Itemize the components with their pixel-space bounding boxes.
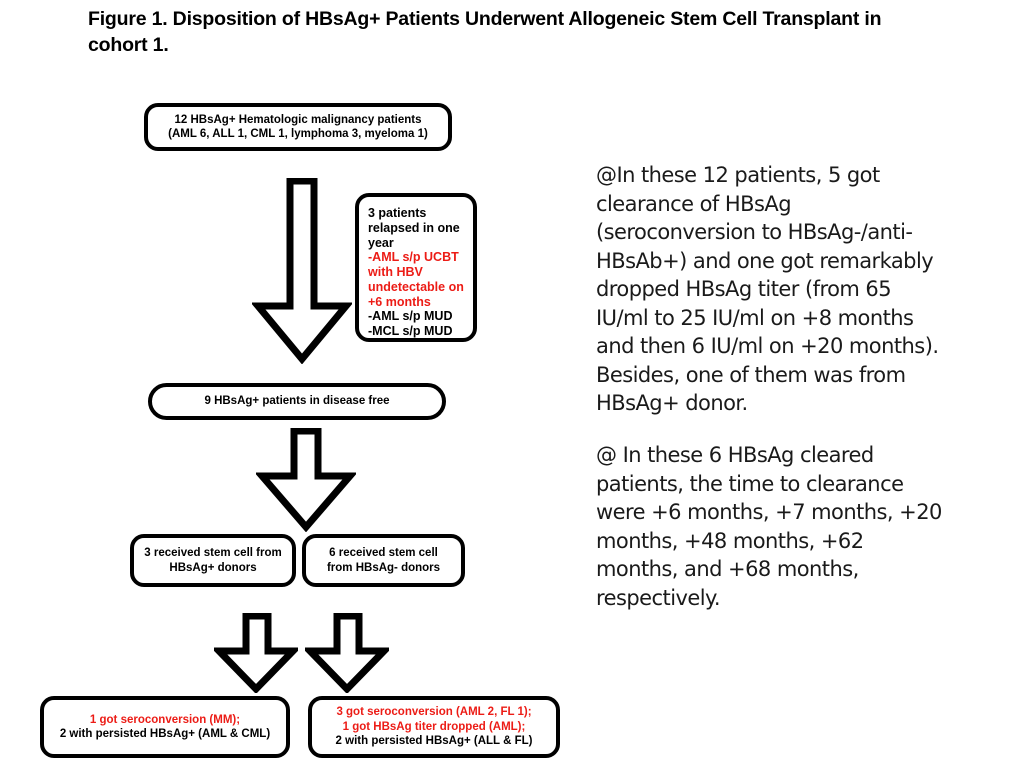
- flow-box-outcome-hbsag-positive-donors: 1 got seroconversion (MM); 2 with persis…: [40, 696, 290, 758]
- relapse-line-8: -AML s/p MUD: [368, 309, 453, 324]
- relapse-line-9: -MCL s/p MUD: [368, 324, 453, 338]
- flow-box-donor-positive: 3 received stem cell from HBsAg+ donors: [130, 534, 296, 587]
- outcome-right-line-2: 1 got HBsAg titer dropped (AML);: [342, 720, 526, 733]
- relapse-line-6: undetectable on: [368, 279, 464, 294]
- relapse-line-1: 3 patients: [368, 206, 427, 220]
- outcome-left-line-1: 1 got seroconversion (MM);: [89, 713, 241, 726]
- cohort-line-1: 12 HBsAg+ Hematologic malignancy patient…: [174, 113, 422, 126]
- down-arrow-icon-to-outcome-right: [305, 613, 389, 693]
- donor-negative-line-2: from HBsAg- donors: [326, 561, 441, 574]
- flow-box-donor-negative: 6 received stem cell from HBsAg- donors: [302, 534, 465, 587]
- relapse-line-5: with HBV: [368, 265, 423, 279]
- outcome-right-line-3: 2 with persisted HBsAg+ (ALL & FL): [335, 735, 533, 748]
- flow-box-disease-free: 9 HBsAg+ patients in disease free: [148, 383, 446, 420]
- down-arrow-icon-disease-free-to-donors: [256, 428, 356, 532]
- donor-positive-line-2: HBsAg+ donors: [169, 561, 257, 574]
- disease-free-line-1: 9 HBsAg+ patients in disease free: [204, 395, 390, 408]
- note-hbsag-clearance: @In these 12 patients, 5 got clearance o…: [596, 163, 939, 416]
- outcome-right-line-1: 3 got seroconversion (AML 2, FL 1);: [336, 706, 532, 719]
- flow-box-cohort: 12 HBsAg+ Hematologic malignancy patient…: [144, 103, 452, 151]
- page-title: Figure 1. Disposition of HBsAg+ Patients…: [88, 8, 882, 57]
- relapse-line-3: year: [368, 235, 394, 250]
- donor-negative-line-1: 6 received stem cell: [329, 547, 438, 560]
- relapse-line-7: +6 months: [368, 294, 431, 309]
- down-arrow-icon-cohort-to-disease-free: [252, 178, 352, 364]
- flow-box-relapse: 3 patients relapsed in one year -AML s/p…: [355, 193, 477, 342]
- outcome-left-line-2: 2 with persisted HBsAg+ (AML & CML): [59, 728, 271, 740]
- note-time-to-clearance: @ In these 6 HBsAg cleared patients, the…: [596, 443, 942, 610]
- relapse-line-2: relapsed in one: [368, 220, 460, 235]
- flow-box-outcome-hbsag-negative-donors: 3 got seroconversion (AML 2, FL 1); 1 go…: [308, 696, 560, 758]
- donor-positive-line-1: 3 received stem cell from: [144, 547, 282, 560]
- cohort-line-2: (AML 6, ALL 1, CML 1, lymphoma 3, myelom…: [168, 128, 428, 140]
- down-arrow-icon-to-outcome-left: [214, 613, 298, 693]
- relapse-line-4: -AML s/p UCBT: [368, 250, 459, 265]
